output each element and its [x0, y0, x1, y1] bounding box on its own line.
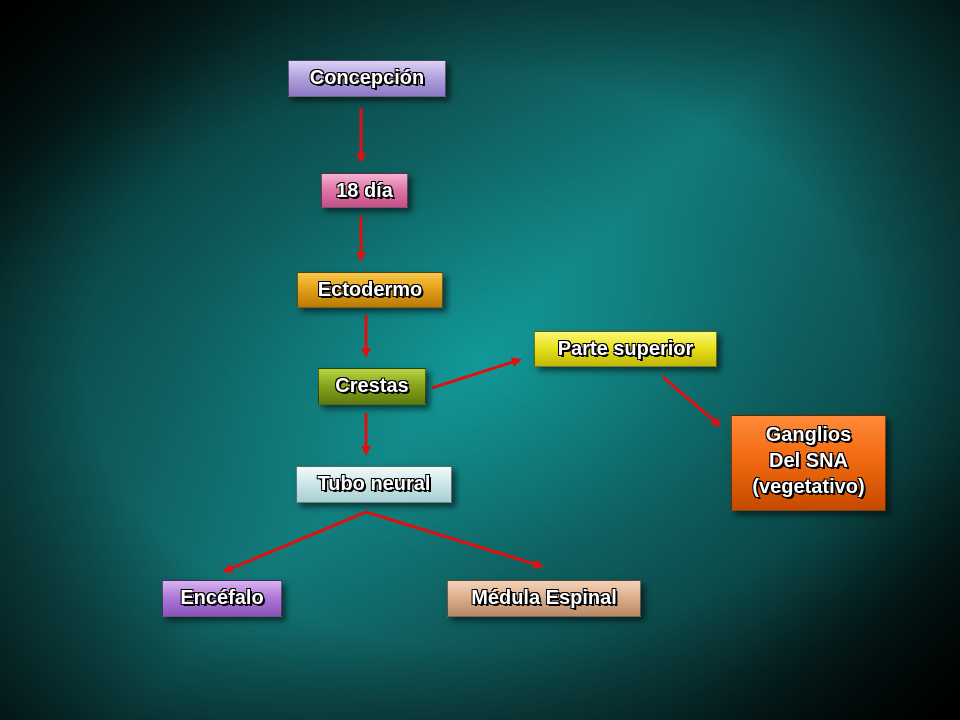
node-concepcion: Concepción	[288, 60, 446, 97]
arrow-tubo-to-medula	[365, 510, 544, 569]
arrow-crestas-to-parte	[431, 357, 522, 390]
ganglios-line-2: Del SNA	[769, 450, 848, 472]
node-parte-superior: Parte superior	[534, 331, 717, 367]
node-encefalo: Encéfalo	[162, 580, 282, 617]
ganglios-line-1: Ganglios	[765, 424, 852, 446]
node-18-dia: 18 día	[321, 173, 408, 208]
node-ectodermo: Ectodermo	[297, 272, 443, 308]
node-ganglios: Ganglios Del SNA (vegetativo)	[731, 415, 886, 511]
node-medula-espinal: Médula Espinal	[447, 580, 641, 617]
ganglios-line-3: (vegetativo)	[752, 476, 865, 498]
node-crestas: Crestas	[318, 368, 426, 405]
arrow-tubo-to-encefalo	[222, 510, 367, 573]
node-tubo-neural: Tubo neural	[296, 466, 452, 503]
arrow-parte-to-ganglios	[662, 375, 722, 427]
